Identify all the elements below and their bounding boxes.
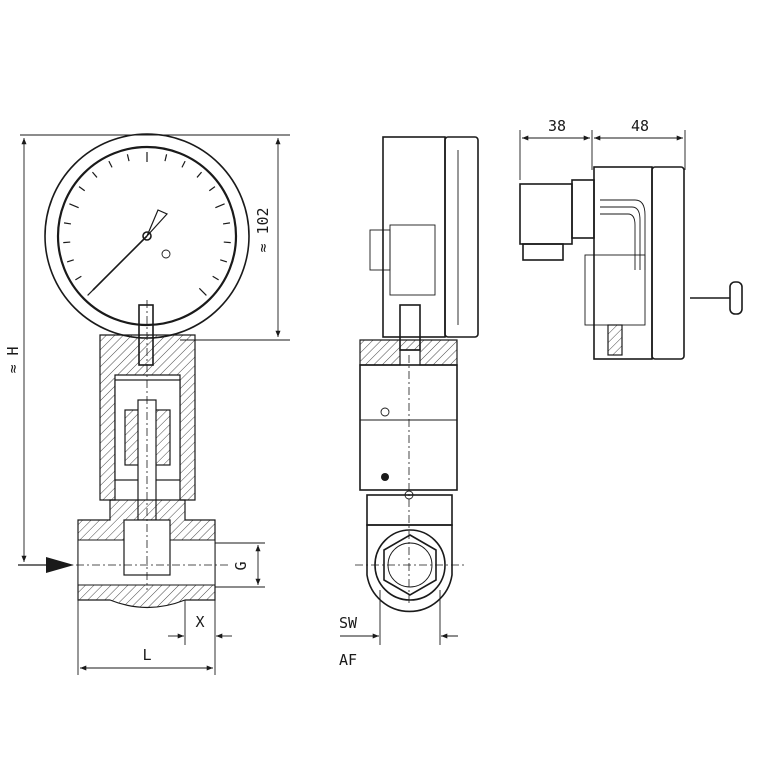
pointer-tail — [146, 209, 169, 237]
label-wrench-size-SW: SW — [339, 614, 358, 632]
contact-block — [369, 229, 391, 271]
gauge-tick — [69, 203, 79, 209]
label-across-flats-AF: AF — [339, 651, 357, 669]
gauge-tick — [63, 241, 71, 244]
switch-socket — [607, 324, 623, 356]
label-height-H: ≈ H — [4, 346, 22, 373]
gauge-bezel-side — [444, 136, 479, 338]
gauge-tick — [181, 160, 186, 168]
switch-case — [593, 166, 653, 360]
label-gauge-diameter: ≈ 102 — [254, 207, 272, 252]
flow-direction-arrow-icon — [46, 557, 74, 573]
gauge-tick — [66, 259, 74, 263]
gauge-tick — [220, 259, 228, 263]
gauge-tick — [126, 154, 130, 162]
label-thread-G: G — [232, 561, 250, 570]
diaphragm-housing — [99, 334, 196, 501]
cable-connector — [519, 183, 573, 245]
screw-upper — [380, 407, 390, 417]
pointer-hub — [142, 231, 152, 241]
switch-view: 38 48 — [519, 117, 743, 360]
gauge-tick — [198, 287, 207, 296]
gauge-case-side — [382, 136, 446, 338]
gauge-tick — [222, 222, 231, 225]
hex-nut — [383, 534, 437, 596]
gauge-tick — [78, 186, 86, 192]
gauge-scale-ticks — [63, 152, 231, 296]
gauge-pointer — [92, 235, 148, 291]
housing-side — [359, 364, 458, 491]
gauge-tick — [63, 222, 72, 225]
contact-mechanism — [389, 224, 436, 296]
gauge-tick — [91, 171, 98, 178]
adjust-key-handle-icon — [729, 281, 743, 315]
zero-adjust-screw — [161, 249, 171, 259]
connector-flange — [571, 179, 595, 239]
valve-body-side — [366, 524, 453, 613]
switch-bezel — [651, 166, 685, 360]
gauge-dial — [56, 145, 238, 327]
gauge-tick — [164, 154, 168, 162]
gauge-tick — [215, 203, 225, 209]
housing-top-side — [359, 339, 458, 366]
connector-gland — [522, 243, 564, 261]
screw-lower — [381, 473, 389, 481]
gauge-tick — [75, 275, 82, 281]
gauge-tick — [196, 171, 203, 178]
gauge-tick — [223, 241, 231, 244]
label-thread-depth-X: X — [195, 613, 204, 631]
label-length-L: L — [142, 646, 151, 664]
label-48: 48 — [631, 117, 649, 135]
gauge-tick — [208, 186, 216, 192]
body-neck-side — [366, 494, 453, 526]
label-38: 38 — [548, 117, 566, 135]
gauge-tick — [212, 275, 219, 281]
front-view: ≈ H ≈ 102 G X L — [4, 133, 290, 675]
gauge-tick — [108, 160, 113, 168]
side-view: SW AF — [339, 136, 479, 669]
contact-wires — [600, 199, 646, 270]
